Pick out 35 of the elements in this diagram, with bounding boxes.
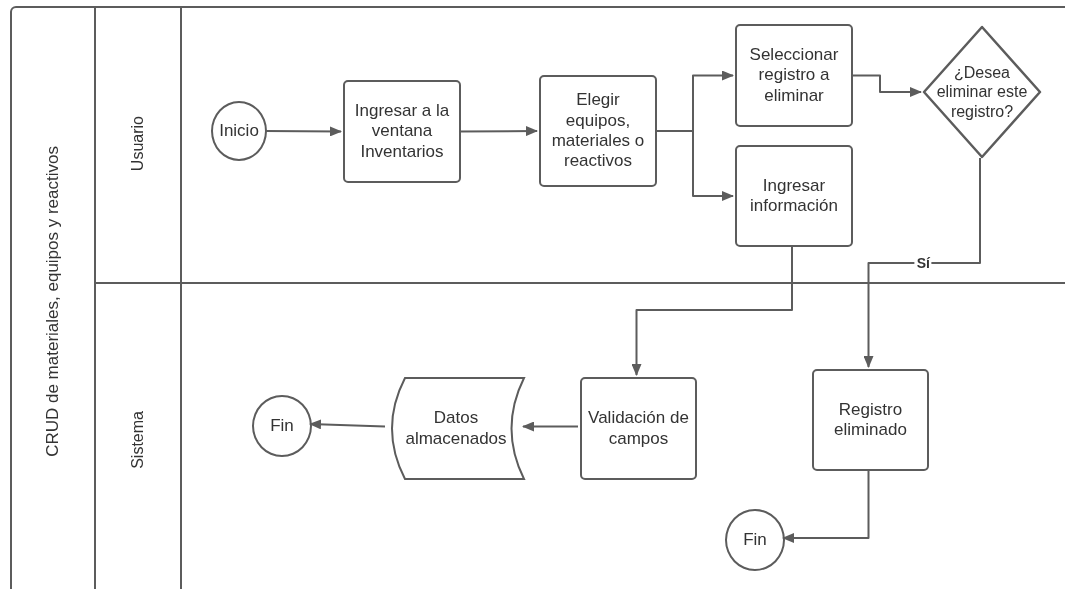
lane-title: Usuario <box>129 116 147 172</box>
node-label: Ingresar a la ventana Inventarios <box>353 100 451 163</box>
edge-label: Sí <box>914 255 932 271</box>
process-box <box>735 24 853 127</box>
lane-title: Sistema <box>129 411 147 469</box>
arrow <box>309 419 386 430</box>
terminal-circle <box>725 509 785 571</box>
node-label: Ingresar información <box>749 175 839 217</box>
pool-band <box>10 6 1065 589</box>
pool-title: CRUD de materiales, equipos y reactivos <box>43 145 63 457</box>
node-label: Seleccionar registro a eliminar <box>748 44 840 107</box>
arrow <box>264 126 342 137</box>
arrow <box>631 246 793 376</box>
terminal-circle <box>211 101 267 161</box>
process-box <box>343 80 461 183</box>
process-box <box>812 369 929 471</box>
node-label: Registro eliminado <box>833 399 908 441</box>
arrow <box>458 126 538 137</box>
node-label: Elegir equipos, materiales o reactivos <box>550 90 646 172</box>
process-box <box>735 145 853 247</box>
terminal-circle <box>252 395 312 457</box>
node-label: ¿Desea eliminar este registro? <box>935 63 1029 121</box>
arrow <box>522 421 579 432</box>
process-box <box>580 377 697 480</box>
node-label: Fin <box>269 415 295 437</box>
node-label: Inicio <box>218 120 260 142</box>
node-label: Datos almacenados <box>404 408 508 449</box>
arrow <box>850 74 922 97</box>
node-label: Validación de campos <box>587 408 690 449</box>
swimlane <box>94 282 1065 589</box>
arrow <box>863 157 981 368</box>
decision-diamond <box>923 26 1041 158</box>
node-label: Fin <box>742 529 768 551</box>
process-box <box>539 75 657 187</box>
arrow <box>782 468 870 543</box>
